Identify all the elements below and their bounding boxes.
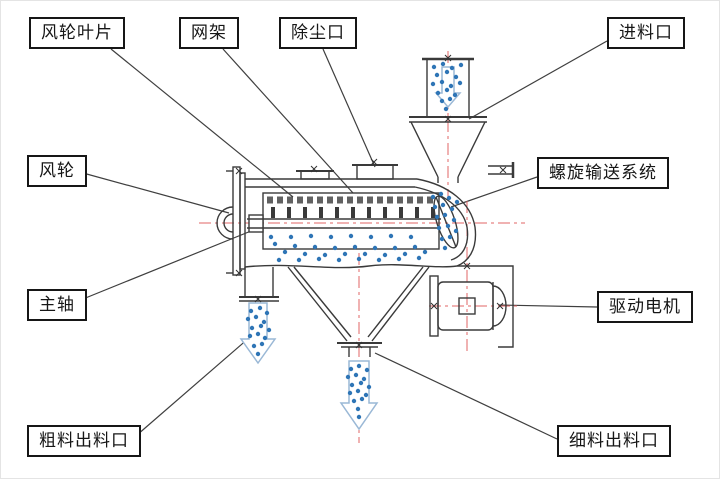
motor-bracket [457,265,514,348]
label-drive-motor: 驱动电机 [597,291,693,324]
label-wind-wheel: 风轮 [27,155,87,188]
coarse-outlet-chute [239,267,279,302]
left-flange [226,166,246,276]
bolt-marks [235,54,507,349]
leader-lines [82,40,608,440]
blade-row [271,207,435,218]
top-port [296,170,334,180]
label-screw-conveyor: 螺旋输送系统 [537,157,669,190]
material-particles [245,61,464,420]
label-fine-outlet: 细料出料口 [557,425,671,458]
label-feed-inlet: 进料口 [607,17,685,50]
leader-dust-port [322,48,376,168]
leader-drive-motor [498,304,598,308]
drive-motor [429,275,507,337]
leader-feed-inlet [468,40,608,120]
screen-drum [262,192,440,250]
leader-screw-conveyor [450,176,538,208]
leader-coarse-outlet [136,330,258,436]
label-main-shaft: 主轴 [27,289,87,322]
discharge-cone [287,266,430,357]
right-nozzle [488,162,515,178]
label-dust-port: 除尘口 [279,17,357,50]
leader-blade [110,48,294,198]
dust-port-stub [352,164,398,180]
leader-main-shaft [82,230,252,300]
main-casing [244,178,477,269]
fine-flow-arrow [339,360,379,431]
label-coarse-outlet: 粗料出料口 [27,425,141,458]
machine-body [216,54,515,357]
leader-fine-outlet [374,352,558,440]
leader-wind-wheel [82,172,230,214]
main-shaft-lines [247,214,441,233]
label-blade: 风轮叶片 [29,17,125,50]
leader-mesh-frame [222,48,354,194]
wind-wheel-hub [216,206,234,240]
feed-hopper [409,57,487,183]
label-mesh-frame: 网架 [179,17,239,50]
